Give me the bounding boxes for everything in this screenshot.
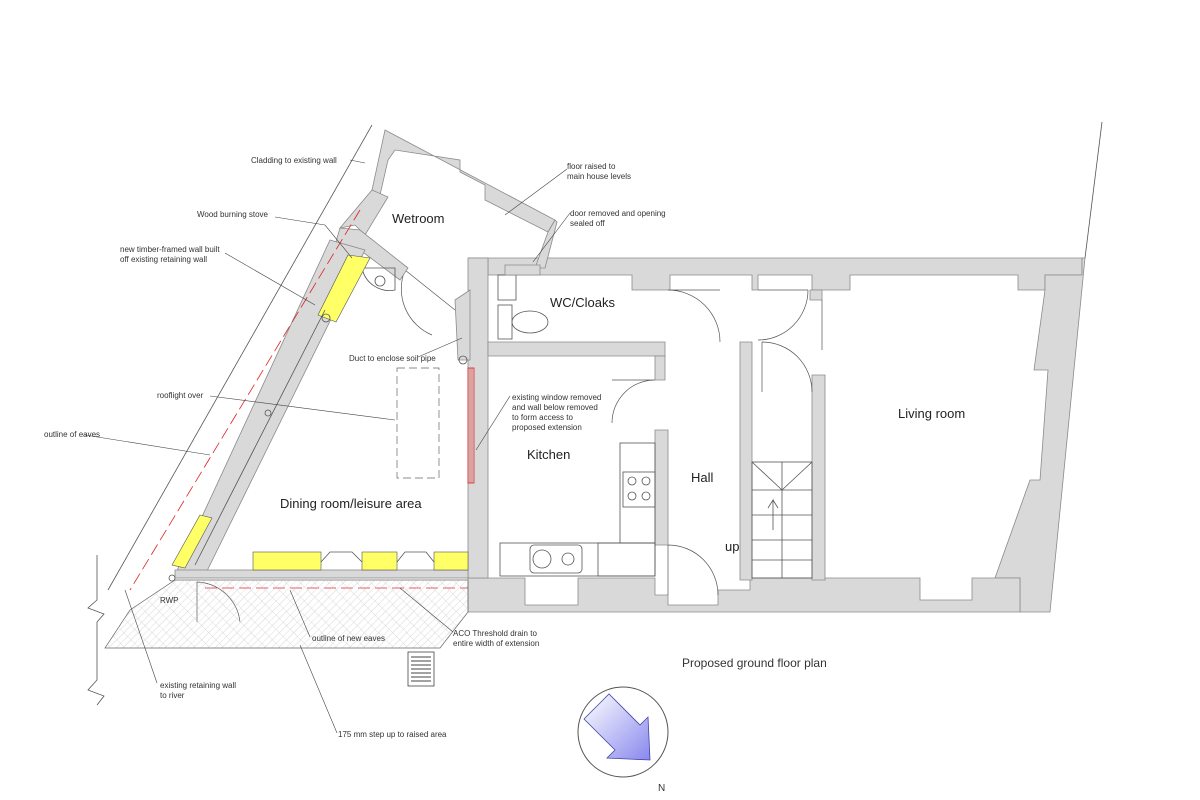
note-timber-wall-1: new timber-framed wall built	[120, 245, 220, 254]
room-label-kitchen: Kitchen	[527, 447, 570, 462]
boundary-line	[1084, 121, 1103, 259]
north-arrow-icon	[577, 686, 669, 778]
extension-south-wall	[168, 551, 469, 582]
note-retaining-2: to river	[160, 691, 185, 700]
note-floor-raised-1: floor raised to	[567, 162, 616, 171]
main-house-walls	[467, 257, 1086, 613]
room-label-wc: WC/Cloaks	[550, 295, 616, 310]
note-stove: Wood burning stove	[197, 210, 269, 219]
note-duct: Duct to enclose soil pipe	[349, 354, 436, 363]
soil-pipe	[458, 355, 468, 365]
wetroom-basin	[361, 267, 396, 291]
stair-label-up: up	[725, 539, 739, 554]
north-label: N	[658, 783, 665, 794]
hob-icon	[622, 471, 656, 508]
note-new-eaves: outline of new eaves	[312, 634, 385, 643]
removed-window	[467, 367, 475, 484]
extension-west-wall	[171, 239, 371, 576]
note-window-removed-4: proposed extension	[512, 423, 582, 432]
rwp-label: RWP	[160, 596, 179, 605]
note-door-removed-2: sealed off	[570, 219, 605, 228]
door-swings	[196, 269, 823, 623]
sink-icon	[529, 544, 583, 574]
cladding-line	[107, 124, 373, 591]
note-window-removed-1: existing window removed	[512, 393, 601, 402]
note-step: 175 mm step up to raised area	[338, 730, 447, 739]
note-aco-1: ACO Threshold drain to	[453, 629, 537, 638]
note-cladding: Cladding to existing wall	[251, 156, 337, 165]
note-window-removed-2: and wall below removed	[512, 403, 598, 412]
note-retaining-1: existing retaining wall	[160, 681, 236, 690]
room-label-dining: Dining room/leisure area	[280, 496, 422, 511]
drain-grate	[407, 651, 435, 687]
note-window-removed-3: to form access to	[512, 413, 573, 422]
note-door-removed-1: door removed and opening	[570, 209, 666, 218]
room-label-hall: Hall	[691, 470, 714, 485]
note-timber-wall-2: off existing retaining wall	[120, 255, 207, 264]
note-aco-2: entire width of extension	[453, 639, 539, 648]
rooflight-outline	[396, 367, 440, 479]
drawing-title: Proposed ground floor plan	[682, 656, 827, 670]
note-rooflight: rooflight over	[157, 391, 204, 400]
room-label-wetroom: Wetroom	[392, 211, 445, 226]
stairs	[751, 461, 813, 579]
room-label-living: Living room	[898, 406, 965, 421]
break-line	[87, 555, 105, 706]
wetroom-walls	[334, 129, 558, 361]
eaves-outlines	[129, 209, 468, 591]
note-eaves: outline of eaves	[44, 430, 100, 439]
toilet-icon	[497, 274, 549, 340]
note-floor-raised-2: main house levels	[567, 172, 631, 181]
leader-lines	[84, 159, 571, 734]
